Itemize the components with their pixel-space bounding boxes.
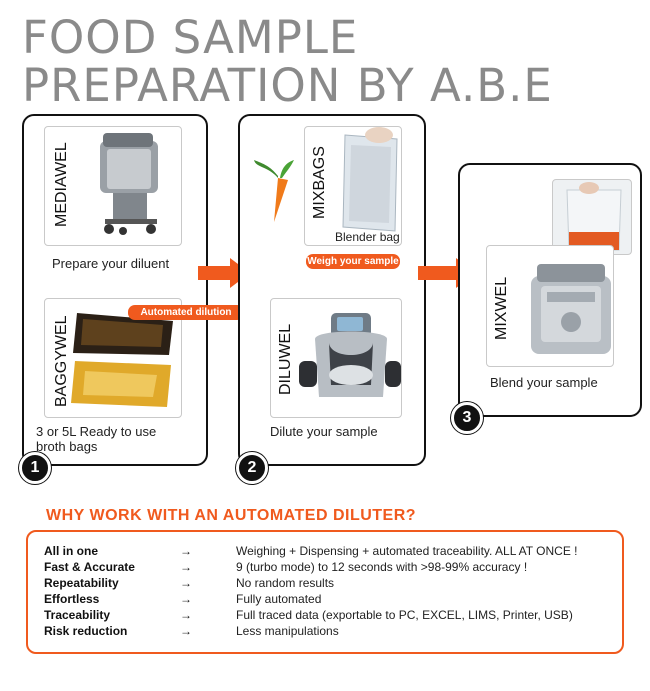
- mediawel-photo: MEDIAWEL: [44, 126, 182, 246]
- benefit-value: No random results: [236, 576, 335, 590]
- benefit-value: 9 (turbo mode) to 12 seconds with >98-99…: [236, 560, 528, 574]
- step2-panel: MIXBAGS Blender bag Weigh your sample DI…: [238, 114, 426, 466]
- arrow-right-icon: [198, 258, 250, 288]
- benefit-key: Risk reduction: [44, 624, 128, 638]
- page-title-line2: PREPARATION BY A.B.E: [22, 59, 553, 112]
- step1-caption2-line1: 3 or 5L Ready to use: [36, 424, 157, 439]
- benefit-key: Traceability: [44, 608, 111, 622]
- benefit-value: Full traced data (exportable to PC, EXCE…: [236, 608, 573, 622]
- benefit-key: Fast & Accurate: [44, 560, 135, 574]
- mixwel-photo: MIXWEL: [486, 245, 614, 367]
- step1-number-badge: 1: [19, 452, 51, 484]
- arrow-icon: →: [180, 592, 192, 606]
- mixbags-bag-image: [342, 127, 398, 232]
- diluwel-device-image: [299, 313, 401, 397]
- step3-panel: MIXWEL Blend your sample: [458, 163, 642, 417]
- sample-bag-photo: [552, 179, 632, 255]
- step2-caption2: Dilute your sample: [270, 424, 378, 439]
- carrot-image: [254, 160, 294, 222]
- benefit-key: Repeatability: [44, 576, 119, 590]
- arrow-icon: →: [180, 544, 192, 558]
- mixbags-photo: MIXBAGS Blender bag: [304, 126, 402, 246]
- baggywel-bags-image: [71, 313, 173, 407]
- automated-dilution-badge: Automated dilution: [128, 305, 244, 320]
- benefit-value: Less manipulations: [236, 624, 339, 638]
- mediawel-label: MEDIAWEL: [53, 142, 70, 227]
- arrow-icon: →: [180, 560, 192, 574]
- arrow-icon: →: [180, 624, 192, 638]
- diluwel-label: DILUWEL: [277, 323, 294, 395]
- step1-panel: MEDIAWEL Prepare your diluent BAGGYWEL 3…: [22, 114, 208, 466]
- benefits-table: All in one → Weighing + Dispensing + aut…: [26, 530, 624, 654]
- benefit-value: Weighing + Dispensing + automated tracea…: [236, 544, 578, 558]
- mediawel-device-image: [100, 133, 158, 235]
- benefit-value: Fully automated: [236, 592, 322, 606]
- mixwel-label: MIXWEL: [493, 276, 510, 340]
- mixbags-label: MIXBAGS: [311, 146, 328, 219]
- step3-caption: Blend your sample: [490, 375, 598, 390]
- step2-number-badge: 2: [236, 452, 268, 484]
- sample-bag-image: [566, 182, 622, 251]
- arrow-icon: →: [180, 576, 192, 590]
- mixbags-caption: Blender bag: [335, 230, 400, 244]
- arrow-icon: →: [180, 608, 192, 622]
- baggywel-label: BAGGYWEL: [53, 315, 70, 407]
- page-title-line1: FOOD SAMPLE: [22, 11, 359, 64]
- step1-caption2-line2: broth bags: [36, 439, 98, 454]
- mixwel-device-image: [531, 264, 611, 354]
- weigh-your-sample-badge: Weigh your sample: [306, 254, 400, 269]
- step1-caption1: Prepare your diluent: [52, 256, 170, 271]
- step3-number-badge: 3: [451, 402, 483, 434]
- benefit-key: All in one: [44, 544, 98, 558]
- why-title: WHY WORK WITH AN AUTOMATED DILUTER?: [46, 507, 417, 524]
- diluwel-photo: DILUWEL: [270, 298, 402, 418]
- benefit-key: Effortless: [44, 592, 100, 606]
